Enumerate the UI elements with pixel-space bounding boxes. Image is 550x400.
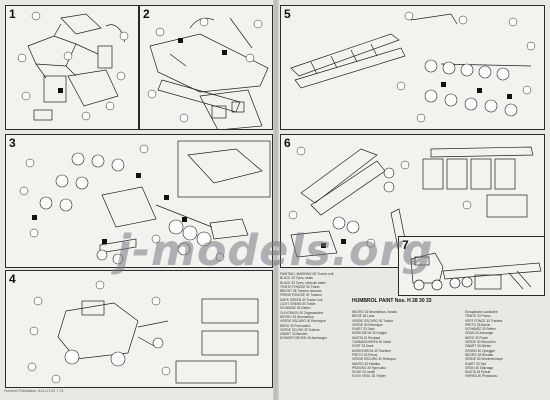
- step-1-panel: 1: [5, 5, 139, 130]
- paint-line: VERT FONCE 30 Tracteur: [465, 318, 503, 323]
- step-1-diagram: [17, 11, 129, 121]
- step-number: 6: [284, 136, 291, 150]
- paint-line: ZWART 33 Banden: [280, 332, 308, 337]
- step-number: 2: [143, 7, 150, 21]
- step-number: 3: [9, 136, 16, 150]
- paint-line: VIHREA 30 Perävaunu: [465, 374, 498, 379]
- paint-line: GRUN 30 Anhanger: [465, 331, 494, 336]
- paint-guide-title: HUMBROL PAINT Nos. H 28 30 33: [352, 298, 432, 304]
- paint-line: VERDE OSCURO 30 Tractor: [352, 318, 394, 323]
- paint-line: DARK GREEN 30 Tractor unit: [280, 297, 323, 302]
- paint-line: DONKER GROEN 30 Aanhanger: [280, 336, 327, 341]
- paint-line: TEINTE FONCEE 30 Trailer: [280, 284, 320, 289]
- paint-line: VERDE 30 Semirremolque: [465, 357, 503, 362]
- page-spine: [273, 0, 279, 400]
- paint-line: NERO 33 Ruote: [465, 335, 489, 340]
- step-4-panel: 4: [5, 270, 273, 388]
- paint-line: MORKGRON 30 Dragbil: [352, 331, 387, 336]
- paint-guide-column-left: PAINTING, MARKING SE Tractor unit BLACK …: [280, 272, 333, 341]
- paint-guide-column-right: Europaische Lackfarbe TEINTE 33 Pneus VE…: [465, 310, 503, 379]
- publication-footer: Humbrol Publication, A.N.O.TZZ 7.76: [4, 389, 64, 393]
- step-5-diagram: [290, 11, 536, 123]
- paint-line: BEIGE 28 Lona: [352, 314, 375, 319]
- step-number: 7: [402, 238, 409, 252]
- paint-line: MORKEGRON 30 Traekker: [352, 348, 391, 353]
- paint-line: SCHWARZ 33 Reifen: [465, 327, 496, 332]
- paint-line: MUSTA 33 Pyorat: [465, 370, 491, 375]
- paint-line: NEGRO 33 Neumaticos: [280, 314, 314, 319]
- step-number: 4: [9, 272, 16, 286]
- paint-line: NEGRO 33 Ruedas: [465, 352, 493, 357]
- step-6-diagram: [288, 146, 534, 264]
- paint-line: FERNS FONCEE 30 Tracteur: [280, 293, 322, 298]
- paint-line: PRASINO 30 Rymoulko: [352, 365, 386, 370]
- paint-line: MUSTA 33 Renkaat: [352, 335, 380, 340]
- paint-line: TEINTE 33 Pneus: [465, 314, 491, 319]
- step-2-panel: 2: [139, 5, 273, 130]
- paint-line: SCHWARZ 33 Reifen: [280, 306, 311, 311]
- paint-line: NERO 33 Pneumatici: [280, 323, 311, 328]
- paint-line: OLIVGRUEN 30 Zugmaschine: [280, 310, 324, 315]
- step-5-panel: 5: [280, 5, 545, 130]
- paint-guide-column-middle: NEGRO 33 Neumaticos, llantas BEIGE 28 Lo…: [352, 310, 397, 379]
- paint-line: ZWART 33 Wielen: [465, 344, 492, 349]
- step-7-diagram: [410, 252, 542, 291]
- paint-line: VERDE ESCURO 30 Reboque: [352, 357, 396, 362]
- paint-line: SVART 33 Dack: [352, 327, 375, 332]
- paint-line: LICHT GREEN 30 Trailer: [280, 302, 316, 307]
- step-2-diagram: [147, 17, 269, 129]
- paint-line: Europaische Lackfarbe: [465, 310, 498, 314]
- paint-line: TUMMANVIHREA 30 Veturi: [352, 340, 392, 345]
- step-3-panel: 3: [5, 134, 273, 268]
- paint-line: SORT 33 Daek: [352, 344, 374, 349]
- paint-line: VERDE OSCURO 30 Remolque: [280, 319, 326, 324]
- step-number: 1: [9, 7, 16, 21]
- step-7-panel: 7: [398, 236, 545, 296]
- step-3-diagram: [19, 140, 271, 265]
- paint-line: VERDE 30 Remolque: [352, 322, 383, 327]
- paint-line: BLACK 33 Tyres, vehicule trailer: [280, 280, 326, 285]
- paint-line: SIYAH 33 Lastik: [352, 370, 375, 375]
- paint-line: BRIGHT 28 Tracteur dessous: [280, 289, 322, 294]
- paint-line: PRETO 28 Bache: [465, 322, 491, 327]
- step-4-diagram: [27, 280, 259, 384]
- paint-line: GROEN 30 Oplegger: [465, 348, 496, 353]
- step-number: 5: [284, 7, 291, 21]
- paint-line: GRON 30 Slapvagn: [465, 365, 494, 370]
- paint-line: BLACK 33 Tyres, seats: [280, 276, 313, 281]
- paint-line: VERDE SCURO 30 Trattore: [280, 327, 320, 332]
- paint-line: VERDE 30 Rimorchio: [465, 340, 496, 345]
- paint-line: NEGRO 33 Neumaticos, llantas: [352, 310, 397, 314]
- paint-line: MAVRO 33 Elastika: [352, 361, 380, 366]
- paint-line: PRETO 33 Pneus: [352, 352, 378, 357]
- paint-line: SVART 33 Hjul: [465, 361, 487, 366]
- paint-line: PAINTING, MARKING SE Tractor unit: [280, 272, 334, 276]
- paint-guide: HUMBROL PAINT Nos. H 28 30 33 PAINTING, …: [280, 270, 545, 392]
- paint-line: KOYU YESIL 30 Treyler: [352, 374, 386, 379]
